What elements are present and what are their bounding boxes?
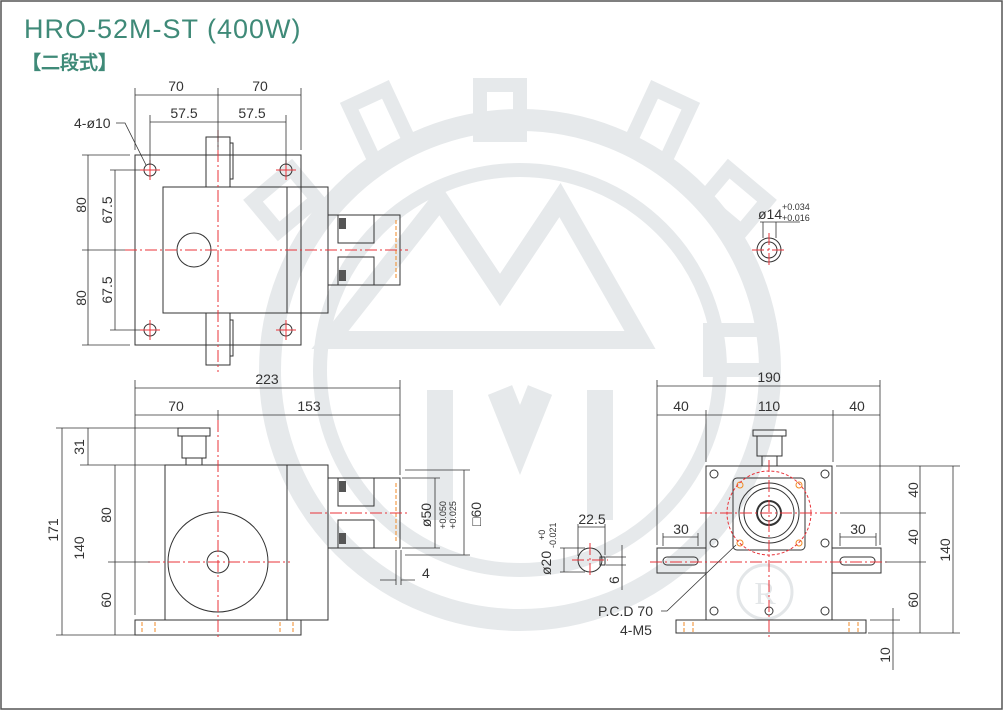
hole-callout: 4-ø10 <box>74 115 111 131</box>
dim-10: 10 <box>877 647 893 663</box>
dim-223: 223 <box>255 371 279 387</box>
dim-80: 80 <box>98 507 114 523</box>
dim-shaft-diameter: ø14 <box>758 206 782 222</box>
dim-6: 6 <box>606 576 622 584</box>
dim-4: 4 <box>422 565 430 581</box>
dim-67-5-top: 67.5 <box>99 196 115 223</box>
screw-holes <box>709 469 830 616</box>
dim-40-middle: 40 <box>905 529 921 545</box>
dim-190: 190 <box>757 369 781 385</box>
key-detail: 22.5 ø20 +0 -0.021 6 <box>537 511 626 590</box>
dim-70-left: 70 <box>168 78 184 94</box>
dim-57-5-left: 57.5 <box>170 105 197 121</box>
dim-67-5-bottom: 67.5 <box>99 276 115 303</box>
dim-40-right: 40 <box>849 398 865 414</box>
tolerance-20-upper: +0 <box>537 530 547 540</box>
dim-140: 140 <box>71 536 87 560</box>
dim-171: 171 <box>45 518 61 542</box>
tolerance-50-lower: +0.025 <box>448 501 458 529</box>
dim-140: 140 <box>937 538 953 562</box>
dim-30-right: 30 <box>850 521 866 537</box>
dim-60: 60 <box>98 592 114 608</box>
registered-mark-icon <box>736 563 794 621</box>
dim-80-bottom: 80 <box>73 290 89 306</box>
dim-31: 31 <box>71 439 87 455</box>
shaft-detail: ø14 +0.034 +0.016 <box>752 202 810 267</box>
dim-57-5-right: 57.5 <box>238 105 265 121</box>
top-view: 70 70 57.5 57.5 4-ø10 80 80 67.5 67.5 <box>73 78 408 372</box>
dim-square-60: □60 <box>468 502 484 526</box>
watermark-gear-logo: R <box>243 78 794 631</box>
dim-diameter-20: ø20 <box>538 551 554 575</box>
shaft-tolerance-upper: +0.034 <box>782 202 810 212</box>
dim-70: 70 <box>168 398 184 414</box>
page-subtitle: 【二段式】 <box>22 53 118 74</box>
dim-70-right: 70 <box>252 78 268 94</box>
shaft-tolerance-lower: +0.016 <box>782 213 810 223</box>
dim-diameter-50: ø50 <box>418 503 434 527</box>
dim-80-top: 80 <box>73 197 89 213</box>
page-title: HRO-52M-ST (400W) <box>24 14 302 44</box>
tolerance-20-lower: -0.021 <box>548 522 558 548</box>
tolerance-50-upper: +0.050 <box>438 501 448 529</box>
dim-110: 110 <box>758 398 781 414</box>
dim-40-left: 40 <box>673 398 689 414</box>
screw-callout: 4-M5 <box>620 622 652 638</box>
dim-60: 60 <box>905 592 921 608</box>
dim-40-upper: 40 <box>905 482 921 498</box>
dim-30-left: 30 <box>673 521 689 537</box>
registered-mark: R <box>754 575 776 611</box>
end-view: 190 40 110 40 30 30 40 40 60 140 10 P.C.… <box>598 369 960 670</box>
pcd-callout: P.C.D 70 <box>598 603 653 619</box>
front-view: 223 70 153 171 31 140 80 60 ø50 +0.050 +… <box>45 371 484 640</box>
dim-153: 153 <box>297 398 321 414</box>
mounting-holes <box>140 160 296 340</box>
dim-22-5: 22.5 <box>578 511 605 527</box>
